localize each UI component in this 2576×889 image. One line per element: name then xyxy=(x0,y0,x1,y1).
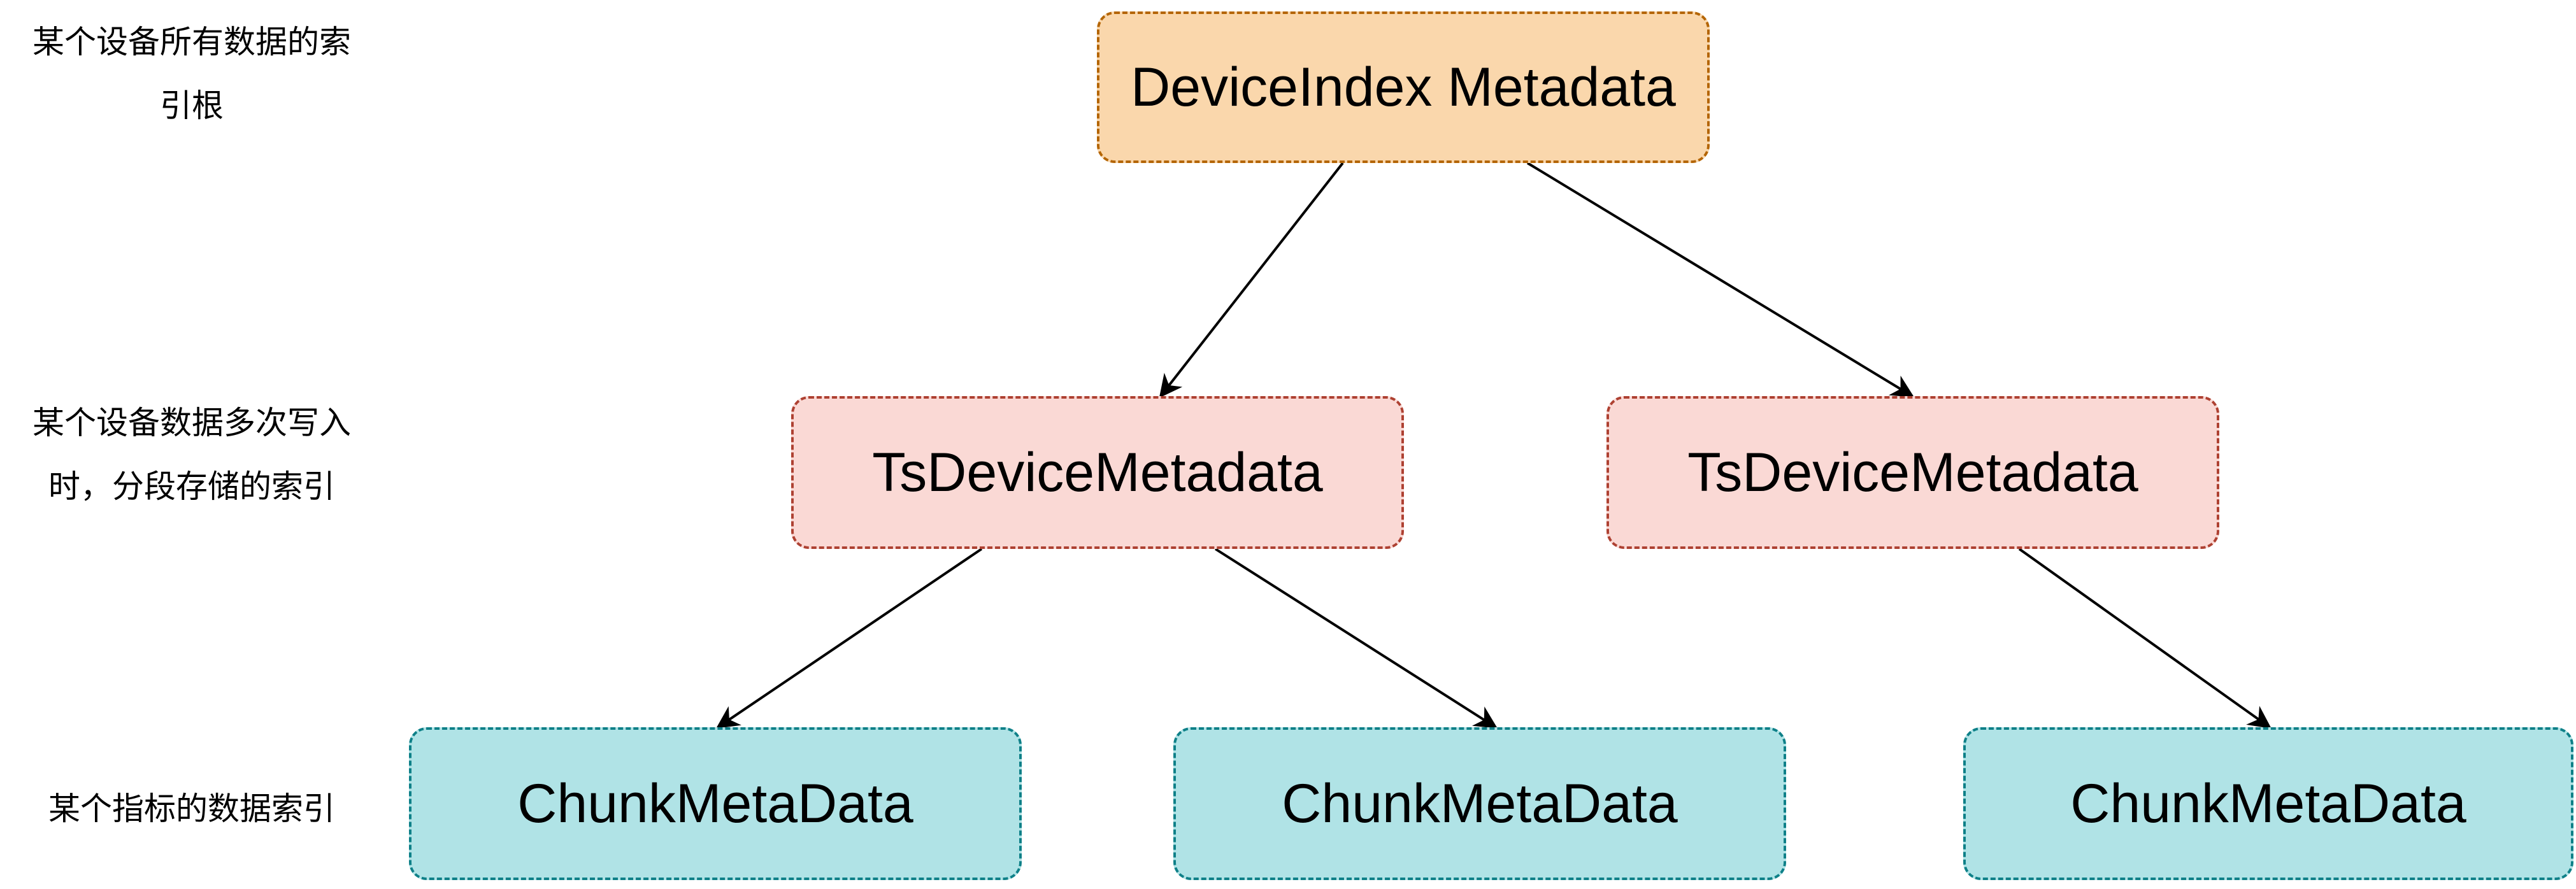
edge-root-to-ts-left xyxy=(1159,162,1344,398)
chunk-metadata-node-2: ChunkMetaData xyxy=(1173,727,1786,880)
edge-root-to-ts-right xyxy=(1526,162,1915,397)
middle-level-label: 某个设备数据多次写入 时，分段存储的索引 xyxy=(32,404,351,505)
edge-ts-right-to-chunk-3 xyxy=(2018,548,2272,729)
ts-device-metadata-node-left: TsDeviceMetadata xyxy=(791,396,1404,549)
chunk-metadata-node-3: ChunkMetaData xyxy=(1963,727,2573,880)
edge-ts-left-to-chunk-1 xyxy=(716,548,983,729)
leaf-level-label: 某个指标的数据索引 xyxy=(48,790,335,827)
root-level-label: 某个设备所有数据的索 引根 xyxy=(32,24,351,124)
chunk-metadata-node-1: ChunkMetaData xyxy=(409,727,1022,880)
device-index-metadata-node: DeviceIndex Metadata xyxy=(1097,11,1710,163)
ts-device-metadata-node-right: TsDeviceMetadata xyxy=(1606,396,2219,549)
edge-ts-left-to-chunk-2 xyxy=(1214,548,1498,729)
